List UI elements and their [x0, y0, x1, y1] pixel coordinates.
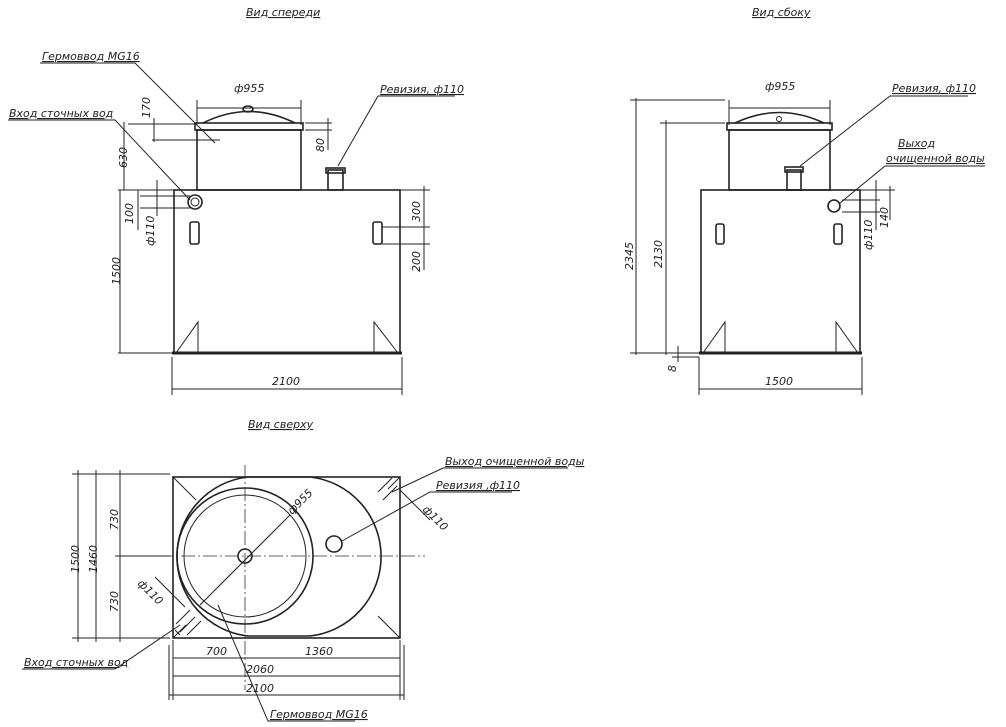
inlet-pipe-inner	[190, 197, 200, 207]
leader-revision	[341, 491, 512, 542]
dim-label: 2100	[246, 682, 274, 695]
label-outlet-line1: Выход	[898, 137, 935, 150]
dim-label: 80	[314, 138, 327, 152]
corner-ribs	[172, 476, 401, 639]
tank-shell	[176, 476, 382, 637]
outlet-pipe	[377, 477, 398, 501]
dim-label: 8	[666, 365, 679, 372]
dim-label: 1500	[765, 375, 793, 388]
dim-label: ф110	[862, 220, 875, 250]
dim-lines-outlet	[842, 180, 895, 230]
label-inlet: Вход сточных вод	[24, 656, 128, 669]
lifting-lug	[833, 223, 843, 245]
dim-label: 100	[123, 203, 136, 224]
leader-revision	[337, 95, 455, 167]
dim-label: 630	[117, 147, 130, 168]
dim-lines-left	[72, 470, 170, 642]
dim-label: 730	[108, 591, 121, 612]
inlet-pipe	[175, 609, 202, 636]
dim-955-line	[199, 514, 291, 606]
dim-label: 200	[410, 251, 423, 272]
manhole-lid	[726, 122, 833, 131]
leader-germovvod	[40, 62, 216, 144]
front-view-title: Вид спереди	[246, 6, 320, 19]
leader-inlet	[22, 624, 181, 670]
dim-label: 2130	[652, 240, 665, 268]
dim-955	[728, 100, 831, 125]
revision-pipe	[327, 169, 344, 191]
dim-110-outlet	[399, 489, 431, 521]
support-ribs	[175, 320, 399, 354]
manhole-neck	[196, 129, 302, 191]
side-view: Вид сбоку ф955 2345 2130 8 ф110 140 1500…	[623, 6, 985, 395]
inlet-pipe	[187, 194, 203, 210]
dim-label: ф110	[144, 216, 157, 246]
leader-outlet	[391, 467, 568, 493]
dim-label: 730	[108, 509, 121, 530]
manhole-neck	[728, 129, 831, 191]
side-view-title: Вид сбоку	[752, 6, 811, 19]
label-revision: Ревизия, ф110	[892, 82, 976, 95]
dim-lines-inlet	[137, 180, 190, 230]
lid-handle	[242, 105, 254, 113]
dim-label: 1460	[87, 545, 100, 573]
dim-110-inlet	[154, 576, 186, 636]
dim-label: 700	[206, 645, 227, 658]
lifting-lug	[715, 223, 725, 245]
top-view-title: Вид сверху	[248, 418, 314, 431]
dim-label: 170	[140, 97, 153, 118]
manhole-lid	[194, 122, 304, 131]
label-germovvod: Гермоввод MG16	[270, 708, 368, 721]
dim-label: 2345	[623, 242, 636, 270]
outlet-pipe	[827, 199, 841, 213]
front-view: Вид спереди ф955 170 630 100 ф110 1500 8…	[8, 6, 464, 395]
dim-label: 140	[878, 207, 891, 228]
dim-label: ф955	[234, 82, 264, 95]
leader-inlet	[8, 119, 191, 201]
tank-body	[173, 189, 401, 354]
leader-germovvod	[217, 604, 355, 722]
top-view: Вид сверху ф955 ф110 ф110 1500 1460 730 …	[22, 418, 585, 722]
label-revision: Ревизия ,ф110	[436, 479, 520, 492]
dim-lines-left	[118, 118, 220, 354]
dim-lines-right	[382, 186, 430, 270]
dim-label: 1500	[110, 257, 123, 285]
dim-label: 2100	[272, 375, 300, 388]
lifting-lug	[372, 221, 383, 245]
dim-label: 1500	[69, 545, 82, 573]
leader-revision	[799, 95, 968, 167]
leader-outlet	[839, 165, 985, 204]
dim-955	[196, 100, 302, 125]
dim-label: ф110	[135, 577, 166, 608]
revision-cap	[784, 166, 804, 173]
revision-opening	[325, 535, 343, 553]
lid-dome	[734, 111, 825, 124]
label-outlet: Выход очищенной воды	[445, 455, 585, 468]
label-inlet: Вход сточных вод	[9, 107, 113, 120]
dim-label: ф955	[765, 80, 795, 93]
lifting-lug	[189, 221, 200, 245]
label-outlet-line2: очищенной воды	[886, 152, 985, 165]
dim-label: 2060	[246, 663, 274, 676]
revision-pipe	[786, 169, 802, 191]
support-ribs	[702, 320, 859, 354]
lid-handle	[776, 116, 782, 122]
dim-label: ф110	[420, 503, 451, 534]
dim-lines-bottom	[168, 640, 405, 700]
dim-1500	[698, 357, 863, 395]
dim-2100	[171, 357, 403, 395]
label-revision: Ревизия, ф110	[380, 83, 464, 96]
revision-cap	[325, 167, 346, 174]
lid-dome	[202, 110, 296, 124]
dim-label: 300	[410, 201, 423, 222]
dim-lines-left	[630, 98, 725, 362]
dim-label: 1360	[305, 645, 333, 658]
dim-label: ф955	[285, 486, 316, 517]
label-germovvod: Гермоввод MG16	[42, 50, 140, 63]
dim-80	[305, 118, 332, 150]
